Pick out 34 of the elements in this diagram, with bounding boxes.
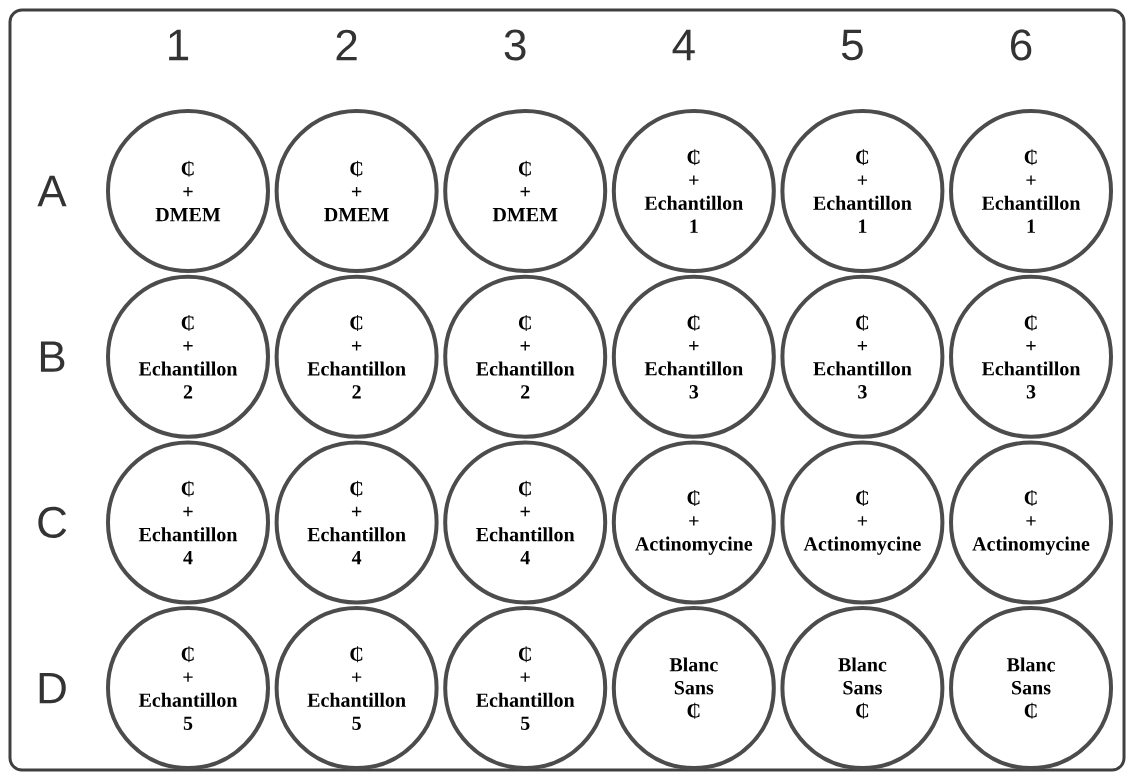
well: Blanc Sans ₵	[780, 606, 945, 771]
well: ₵ + Actinomycine	[780, 440, 945, 605]
well: ₵ + Echantillon 5	[443, 606, 608, 771]
column-number: 5	[841, 29, 863, 61]
well: ₵ + Echantillon 2	[443, 274, 608, 439]
well: ₵ + Echantillon 2	[274, 274, 439, 439]
well: ₵ + Echantillon 2	[106, 274, 270, 439]
well: ₵ + DMEM	[443, 109, 608, 273]
column-number: 3	[504, 29, 526, 61]
well: ₵ + Echantillon 3	[611, 274, 776, 439]
row-letter: B	[40, 341, 65, 372]
well: ₵ + Echantillon 4	[106, 440, 270, 605]
column-number: 4	[672, 29, 695, 61]
well: Blanc Sans ₵	[611, 606, 776, 771]
well: ₵ + Echantillon 4	[274, 440, 439, 605]
well: ₵ + Actinomycine	[949, 440, 1113, 605]
well: ₵ + Echantillon 4	[443, 440, 608, 605]
well: ₵ + DMEM	[274, 109, 439, 273]
well: ₵ + Echantillon 3	[780, 274, 945, 439]
well: ₵ + Echantillon 5	[106, 606, 270, 771]
well: ₵ + Echantillon 1	[949, 109, 1113, 273]
row-letter: A	[37, 175, 67, 207]
well: ₵ + Actinomycine	[611, 440, 776, 605]
column-number: 1	[169, 29, 189, 61]
column-number: 6	[1011, 29, 1032, 61]
row-letter: D	[39, 672, 66, 704]
well: ₵ + Echantillon 1	[780, 109, 945, 273]
row-letter: C	[38, 506, 67, 538]
well: ₵ + Echantillon 5	[274, 606, 439, 771]
well: ₵ + Echantillon 3	[949, 274, 1113, 439]
column-number: 2	[336, 29, 357, 61]
well: Blanc Sans ₵	[949, 606, 1113, 771]
well: ₵ + Echantillon 1	[611, 109, 776, 273]
well: ₵ + DMEM	[106, 109, 270, 273]
